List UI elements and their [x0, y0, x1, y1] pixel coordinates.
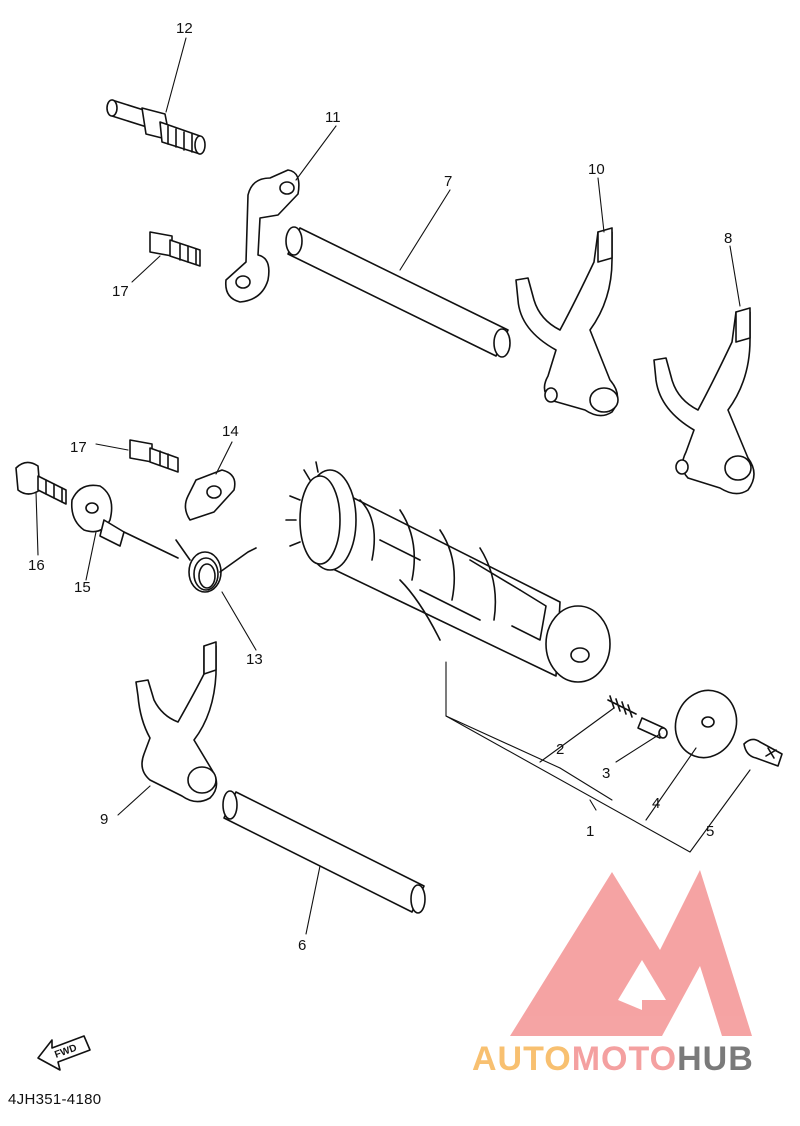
brand-auto: AUTO — [472, 1040, 572, 1078]
leader-lines — [35, 37, 751, 935]
part-8-shift-fork — [653, 307, 755, 495]
brand-moto: MOTO — [571, 1040, 678, 1078]
callout-5: 5 — [706, 823, 714, 840]
automotohub-logo-icon — [510, 870, 752, 1036]
part-5-screw — [743, 738, 783, 767]
part-7-shift-shaft — [285, 226, 511, 358]
callout-7: 7 — [444, 173, 452, 190]
callout-8: 8 — [724, 230, 732, 247]
callout-13: 13 — [246, 651, 263, 668]
part-3-pin — [637, 717, 668, 739]
callout-15: 15 — [74, 579, 91, 596]
callout-2: 2 — [556, 741, 564, 758]
part-14-stopper-plate — [184, 469, 236, 521]
watermark-brand: AUTOMOTOHUB — [472, 1040, 754, 1079]
callout-1: 1 — [586, 823, 594, 840]
callout-17-lower: 17 — [70, 439, 87, 456]
callout-12: 12 — [176, 20, 193, 37]
fwd-direction-icon — [37, 1035, 91, 1071]
part-17-bolt-upper — [149, 231, 201, 267]
callout-3: 3 — [602, 765, 610, 782]
part-12-stud-bolt — [106, 99, 206, 155]
callout-10: 10 — [588, 161, 605, 178]
part-6-shift-shaft — [222, 790, 426, 914]
callout-14: 14 — [222, 423, 239, 440]
callout-16: 16 — [28, 557, 45, 574]
part-9-shift-fork — [135, 641, 218, 803]
callout-17-upper: 17 — [112, 283, 129, 300]
part-15-stopper-lever — [70, 484, 179, 559]
callout-4: 4 — [652, 795, 660, 812]
part-1-shift-drum — [285, 461, 611, 683]
brand-hub: HUB — [677, 1040, 754, 1078]
part-17-bolt-lower — [129, 439, 179, 473]
part-4-plate — [674, 689, 738, 759]
part-10-shift-fork — [515, 227, 619, 417]
part-11-bracket — [224, 169, 300, 303]
part-13-torsion-spring — [175, 539, 257, 593]
callout-9: 9 — [100, 811, 108, 828]
part-16-bolt — [15, 461, 67, 505]
part-2-spring — [607, 695, 637, 718]
callout-11: 11 — [325, 109, 341, 126]
diagram-part-code: 4JH351-4180 — [8, 1091, 102, 1108]
callout-6: 6 — [298, 937, 306, 954]
